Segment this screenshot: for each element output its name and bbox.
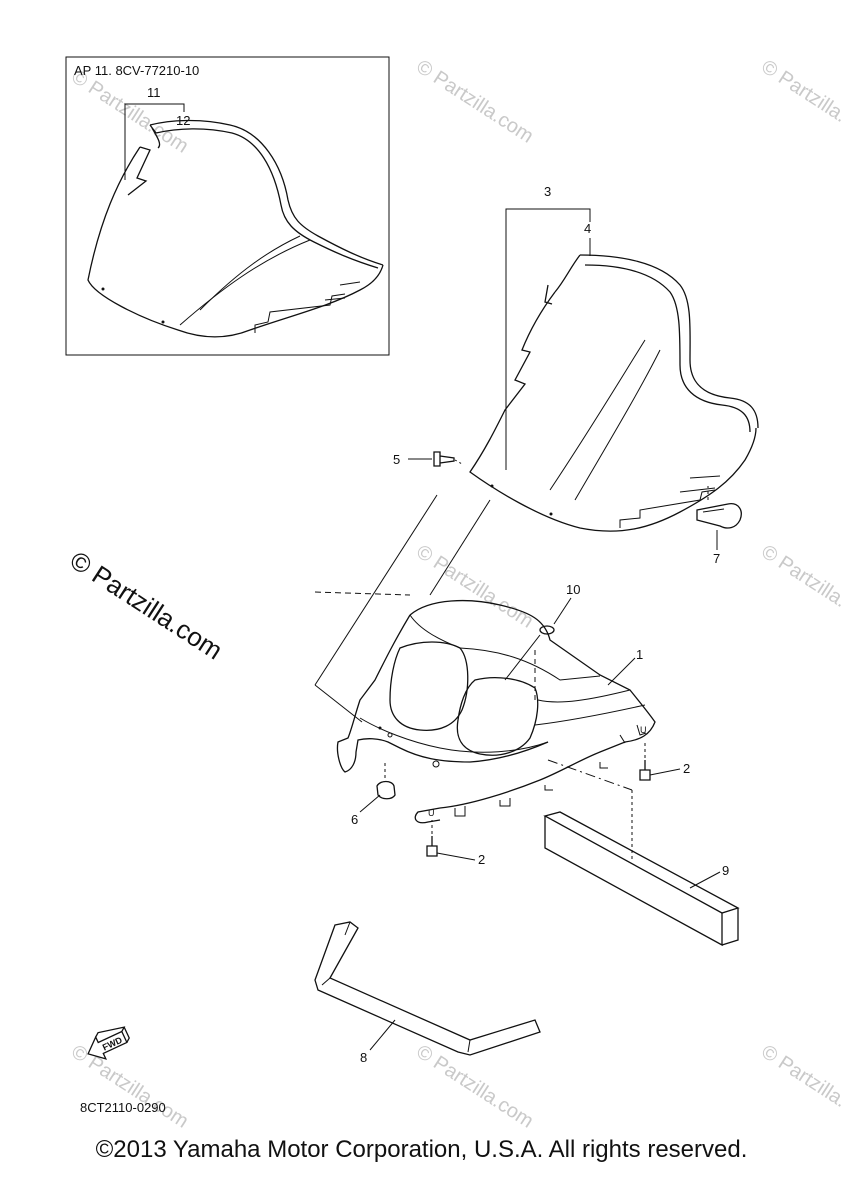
windshield-assembly: 3 4 bbox=[469, 184, 759, 532]
watermark: © Partzilla.com bbox=[412, 541, 537, 633]
label-1: 1 bbox=[636, 647, 643, 662]
watermark: © Partzilla.com bbox=[412, 1041, 537, 1133]
label-10: 10 bbox=[566, 582, 580, 597]
svg-text:U: U bbox=[640, 725, 647, 735]
watermark: © Partzilla.com bbox=[757, 1041, 843, 1133]
inset-windshield-shape bbox=[87, 119, 384, 338]
fwd-label: FWD bbox=[101, 1035, 124, 1053]
watermark: © Partzilla.com bbox=[757, 541, 843, 633]
foam-part-9: 9 bbox=[543, 759, 740, 947]
main-watermark: © Partzilla.com bbox=[65, 545, 228, 666]
label-6: 6 bbox=[351, 812, 358, 827]
screw-part-5: 5 bbox=[393, 451, 463, 467]
watermark: © Partzilla.com bbox=[412, 56, 537, 148]
bolt-part-2: 2 2 bbox=[426, 740, 690, 867]
plug-part-10: 10 bbox=[504, 582, 580, 700]
cowl-part-1: 1 U U bbox=[336, 599, 656, 824]
label-5: 5 bbox=[393, 452, 400, 467]
seal-part-8: 8 bbox=[314, 921, 541, 1065]
inset-header: AP 11. 8CV-77210-10 bbox=[74, 63, 199, 78]
inset-panel: AP 11. 8CV-77210-10 11 12 bbox=[65, 56, 390, 356]
label-7: 7 bbox=[713, 551, 720, 566]
label-2a: 2 bbox=[683, 761, 690, 776]
label-11: 11 bbox=[147, 85, 161, 100]
label-3: 3 bbox=[544, 184, 551, 199]
watermark: © Partzilla.com bbox=[67, 66, 192, 158]
watermark: © Partzilla.com bbox=[67, 1041, 192, 1133]
label-8: 8 bbox=[360, 1050, 367, 1065]
watermark: © Partzilla.com bbox=[757, 56, 843, 148]
svg-text:U: U bbox=[428, 808, 435, 818]
label-4: 4 bbox=[584, 221, 591, 236]
copyright-text: ©2013 Yamaha Motor Corporation, U.S.A. A… bbox=[95, 1136, 748, 1163]
grommet-part-6: 6 bbox=[351, 760, 396, 827]
watermark-group: © Partzilla.com © Partzilla.com © Partzi… bbox=[67, 56, 843, 1133]
assembly-guide-lines bbox=[314, 494, 491, 723]
clip-part-7: 7 bbox=[696, 486, 742, 566]
diagram-code: 8CT2110-0290 bbox=[80, 1100, 166, 1115]
label-2b: 2 bbox=[478, 852, 485, 867]
label-9: 9 bbox=[722, 863, 729, 878]
